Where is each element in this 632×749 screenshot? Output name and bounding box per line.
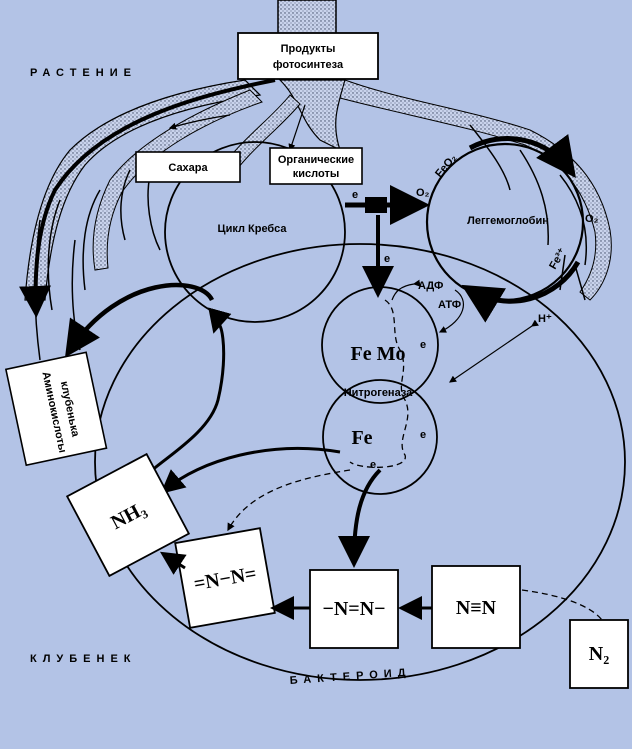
organic-acids-line1: Органические	[278, 154, 354, 166]
n-double-box: −N=N−	[310, 570, 398, 648]
sugar-label: Сахара	[168, 162, 208, 174]
organic-acids-box: Органические кислоты	[270, 148, 362, 184]
e-label-4: e	[420, 429, 426, 441]
photosynthesis-line2: фотосинтеза	[273, 59, 344, 71]
leghemoglobin-label: Леггемоглобин	[467, 215, 549, 227]
n2-label: N₂	[589, 643, 609, 665]
nodule-label: КЛУБЕНЕК	[30, 653, 137, 665]
n-triple-label: N≡N	[456, 597, 497, 619]
diazene-box: =N−N=	[175, 528, 275, 628]
bacteroid-label: БАКТЕРОИД	[289, 667, 412, 687]
e-label-1: e	[384, 253, 390, 265]
e-label-2: e	[352, 189, 358, 201]
adp-label: АДФ	[418, 280, 443, 292]
o2-top-label: O₂	[416, 187, 430, 199]
e-label-3: e	[420, 339, 426, 351]
fe-o2-label: FeO₂	[433, 152, 459, 180]
n-triple-box: N≡N	[432, 566, 520, 648]
e-label-5: e	[370, 459, 376, 471]
n2-box: N₂	[570, 620, 628, 688]
atp-label: АТФ	[438, 299, 461, 311]
fe-mo-label: Fe Mo	[351, 343, 406, 365]
sugar-box: Сахара	[136, 152, 240, 182]
fe3plus-label: Fe³⁺	[547, 246, 569, 271]
fe-label: Fe	[351, 427, 372, 449]
krebs-label: Цикл Кребса	[218, 223, 288, 235]
photosynthesis-line1: Продукты	[281, 43, 336, 55]
o2-right-label: O₂	[585, 213, 599, 225]
h-plus-label: H⁺	[538, 313, 552, 325]
amino-acids-box: Аминокислоты клубенька	[6, 352, 107, 465]
photosynthesis-products-box: Продукты фотосинтеза	[238, 33, 378, 79]
electron-transfer-arrow: e e	[345, 189, 420, 290]
plant-label: РАСТЕНИЕ	[30, 67, 137, 79]
n-double-label: −N=N−	[322, 598, 385, 620]
organic-acids-line2: кислоты	[293, 168, 339, 180]
